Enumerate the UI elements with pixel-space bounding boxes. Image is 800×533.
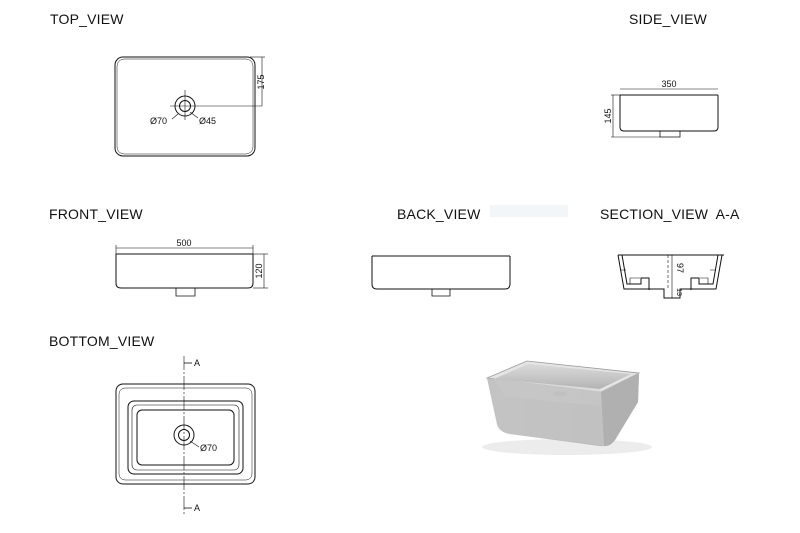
top-outer-dia-dim: Ø70 [150,116,167,126]
front-height-dim: 120 [254,263,264,278]
front-view-drawing [115,245,268,297]
bottom-foot-outer [127,400,244,475]
front-view-title: FRONT_VIEW [49,206,143,222]
section-view-drawing [617,254,724,299]
section-inner-profile [621,254,650,290]
side-view-drawing [611,88,719,138]
back-view-drawing [371,205,568,297]
top-view-drawing [114,56,265,157]
back-view-title: BACK_VIEW [397,206,481,222]
section-outer-profile [617,254,723,299]
front-width-dim: 500 [176,238,191,248]
bottom-outer-outline [115,383,256,485]
side-basin-outline [619,95,719,132]
section-bottom-dim: 13 [675,288,682,296]
front-basin-outline [115,254,254,289]
bottom-view-title: BOTTOM_VIEW [49,333,155,349]
bottom-foot-inner [136,409,235,466]
top-basin-outline [114,56,256,157]
top-inner-dia-dim: Ø45 [199,116,216,126]
basin-3d-bowl [494,364,631,389]
bottom-view-drawing [115,356,256,515]
bottom-dia-dim: Ø70 [200,443,217,453]
section-marker-bottom: A [194,503,200,513]
section-depth-dim: 97 [675,263,685,273]
back-basin-outline [371,256,511,290]
basin-3d-render [482,360,652,455]
side-width-dim: 350 [661,79,676,89]
side-view-title: SIDE_VIEW [629,11,708,27]
section-view-title: SECTION_VIEW A-A [600,206,740,222]
top-view-title: TOP_VIEW [50,11,124,27]
section-marker-top: A [194,358,200,368]
side-height-dim: 145 [603,108,613,123]
top-depth-dim: 175 [256,74,266,89]
